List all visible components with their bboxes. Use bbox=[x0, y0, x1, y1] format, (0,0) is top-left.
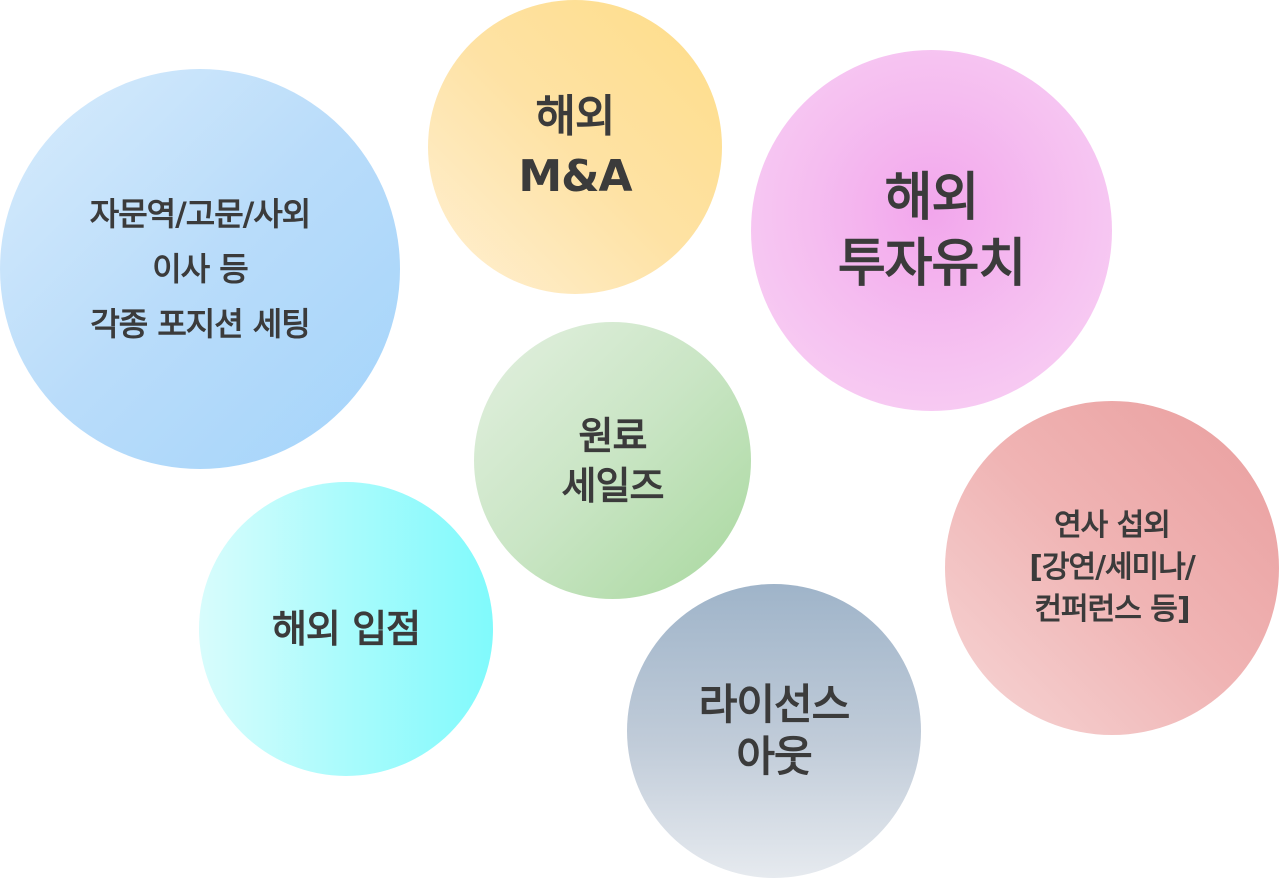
bubble-investment-label: 해외 투자유치 bbox=[837, 165, 1026, 297]
bubble-advisory-line-3: 각종 포지션 세팅 bbox=[90, 304, 310, 343]
bubble-sales-line-2: 세일즈 bbox=[561, 463, 665, 508]
bubble-ma-label: 해외 M&A bbox=[518, 87, 632, 207]
bubble-speaker-label: 연사 섭외 [강연/세미나/ 컨퍼런스 등] bbox=[1029, 505, 1196, 631]
bubble-speaker-booking: 연사 섭외 [강연/세미나/ 컨퍼런스 등] bbox=[945, 401, 1279, 735]
bubble-advisory-line-2: 이사 등 bbox=[152, 249, 248, 288]
bubble-license-line-1: 라이선스 bbox=[698, 680, 851, 729]
bubble-raw-material-sales: 원료 세일즈 bbox=[474, 322, 751, 599]
bubble-license-line-2: 아웃 bbox=[736, 732, 812, 781]
bubble-investment-line-1: 해외 bbox=[884, 167, 980, 228]
bubble-advisory-line-1: 자문역/고문/사외 bbox=[89, 194, 311, 233]
bubble-speaker-line-3: 컨퍼런스 등] bbox=[1034, 592, 1190, 627]
bubble-sales-line-1: 원료 bbox=[578, 413, 648, 458]
bubble-ma-line-2: M&A bbox=[518, 151, 632, 202]
bubble-entry-label: 해외 입점 bbox=[271, 604, 421, 654]
bubble-advisory-label: 자문역/고문/사외 이사 등 각종 포지션 세팅 bbox=[89, 187, 311, 352]
bubble-speaker-line-2: [강연/세미나/ bbox=[1029, 550, 1196, 585]
bubble-ma-line-1: 해외 bbox=[535, 91, 616, 142]
bubble-advisory-positions: 자문역/고문/사외 이사 등 각종 포지션 세팅 bbox=[0, 69, 400, 469]
bubble-entry-line-1: 해외 입점 bbox=[271, 607, 421, 651]
bubble-license-label: 라이선스 아웃 bbox=[698, 679, 851, 783]
bubble-investment-line-2: 투자유치 bbox=[837, 233, 1026, 294]
bubble-overseas-entry: 해외 입점 bbox=[199, 482, 493, 776]
bubble-speaker-line-1: 연사 섭외 bbox=[1054, 508, 1171, 543]
bubble-overseas-ma: 해외 M&A bbox=[428, 0, 722, 294]
bubble-license-out: 라이선스 아웃 bbox=[627, 584, 921, 878]
bubble-sales-label: 원료 세일즈 bbox=[561, 411, 665, 511]
bubble-overseas-investment: 해외 투자유치 bbox=[751, 50, 1112, 411]
